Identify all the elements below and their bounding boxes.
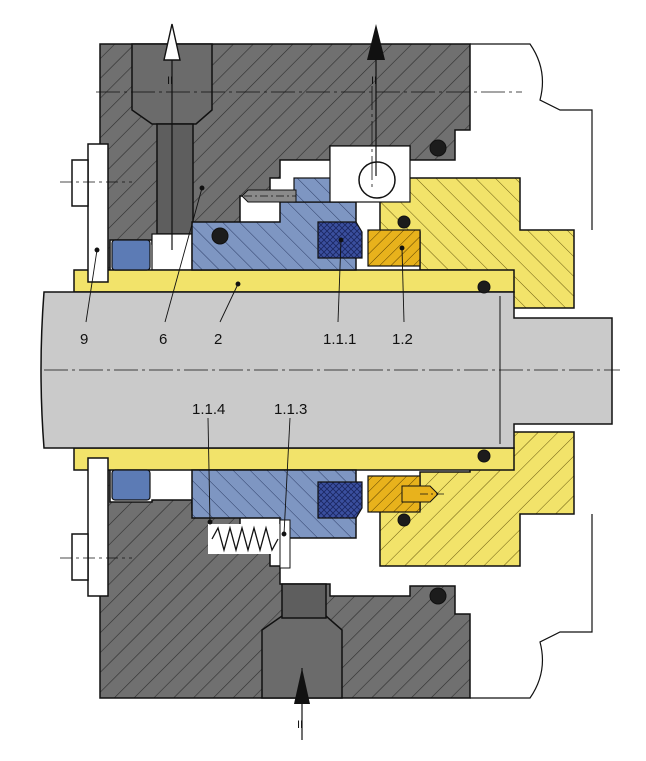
seal-holder [191,177,357,539]
label-1-2: 1.2 [392,331,413,348]
outlet-arrow-left: II [163,23,181,250]
drive-pin [241,189,297,203]
label-6: 6 [159,331,167,348]
seal-face-1-2 [367,229,439,513]
collar-ring [111,239,151,501]
spring-1-1-3 [208,519,291,569]
flushing-pocket [329,145,411,203]
inlet-port-bottom [261,583,343,699]
o-rings [211,139,491,605]
inlet-arrow-bottom: II [294,668,310,740]
outlet-right-mark: II [371,75,377,87]
label-1-1-4: 1.1.4 [192,401,225,418]
label-2: 2 [214,331,222,348]
part-labels: 9 6 2 1.1.1 1.2 1.1.4 1.1.3 [80,331,413,418]
label-9: 9 [80,331,88,348]
secondary-seal-1-1-1 [317,221,363,519]
outlet-arrow-right: II [367,24,385,176]
label-1-1-3: 1.1.3 [274,401,307,418]
outlet-left-mark: II [167,75,173,87]
label-1-1-1: 1.1.1 [323,331,356,348]
leader-lines [85,185,405,537]
outlet-port-left [131,43,213,271]
adjacent-flange-outline [470,43,593,699]
inlet-bottom-mark: II [297,719,303,731]
centerlines [44,86,620,559]
shaft-sleeve [73,269,515,471]
left-gland-plate [71,143,109,597]
